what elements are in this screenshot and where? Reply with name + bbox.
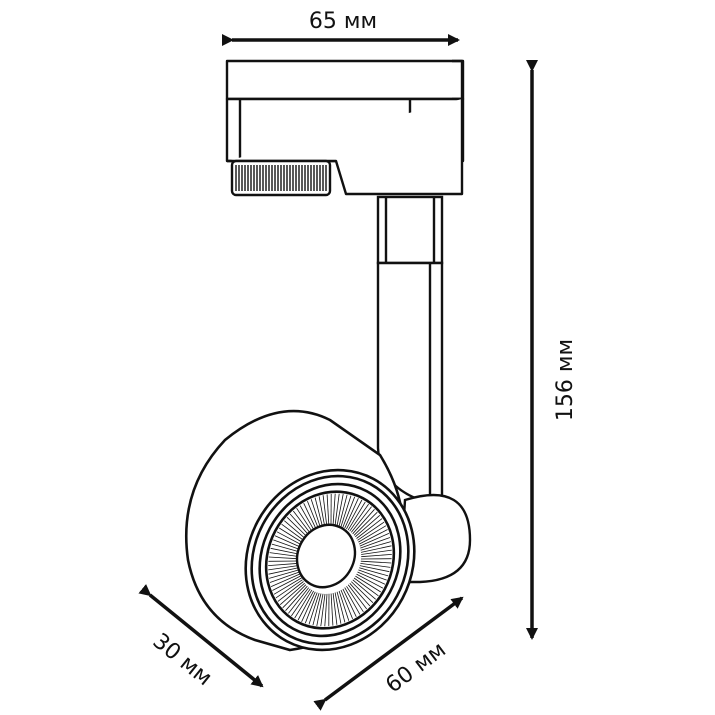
reflector-ray — [353, 511, 378, 536]
reflector-ray — [310, 499, 322, 530]
reflector-ray — [318, 496, 326, 528]
reflector-ray — [303, 503, 318, 532]
reflector-ray — [270, 573, 301, 587]
reflector-ray — [336, 494, 344, 527]
reflector-ray — [338, 494, 348, 527]
reflector-ray — [353, 577, 379, 597]
reflector-ray — [296, 507, 314, 534]
reflector-ray — [360, 537, 391, 549]
reflector-ray — [340, 495, 352, 528]
reflector-ray — [268, 567, 300, 575]
reflector-ray — [269, 571, 300, 583]
reflector-ray — [357, 571, 386, 585]
reflector-ray — [349, 503, 369, 532]
reflector-ray — [358, 569, 387, 581]
reflector-ray — [355, 514, 381, 538]
reflector-ray — [273, 539, 302, 551]
reflector-ray — [322, 495, 328, 527]
reflector-ray — [350, 506, 372, 533]
reflector-ray — [347, 501, 366, 531]
reflector-ray — [275, 579, 303, 599]
reflector-ray — [286, 517, 309, 539]
pivot-hinge — [398, 493, 472, 584]
reflector-ray — [270, 547, 301, 555]
reflector-ray — [360, 560, 392, 564]
reflector-ray — [278, 527, 305, 545]
stem — [376, 195, 444, 502]
reflector-ray — [294, 589, 313, 619]
diameter-label: 60 мм — [381, 637, 451, 698]
reflector-ray — [326, 494, 330, 527]
reflector-ray — [273, 577, 302, 595]
reflector-ray — [289, 513, 311, 537]
reflector-ray — [274, 535, 303, 549]
reflector-ray — [285, 585, 308, 611]
reflector-ray — [344, 498, 359, 529]
reflector-ray — [299, 505, 316, 533]
reflector-ray — [359, 529, 388, 545]
reflector-ray — [334, 493, 340, 527]
reflector-ray — [301, 591, 316, 622]
depth-arrow — [138, 584, 264, 688]
reflector-ray — [284, 520, 308, 541]
reflector-ray — [297, 590, 314, 621]
reflector-ray — [361, 549, 392, 555]
reflector-ray — [361, 554, 392, 558]
reflector-ray — [271, 543, 301, 553]
reflector-ray — [268, 569, 300, 579]
reflector-ray — [359, 533, 390, 547]
reflector-ray — [288, 587, 310, 614]
reflector-ray — [282, 584, 307, 609]
reflector-ray — [269, 552, 300, 557]
reflector-ray — [359, 565, 390, 573]
reflector-ray — [359, 567, 389, 577]
reflector-ray — [279, 582, 305, 606]
reflector-ray — [360, 545, 392, 553]
reflector-ray — [357, 521, 385, 541]
reflector-ray — [307, 500, 320, 531]
reflector-ray — [346, 499, 363, 530]
reflector-ray — [360, 541, 392, 551]
reflector-ray — [291, 588, 311, 617]
reflector-ray — [272, 575, 301, 591]
reflector-ray — [292, 510, 313, 536]
reflector-ray — [268, 556, 300, 560]
depth-label: 30 мм — [148, 629, 217, 691]
reflector-ray — [268, 565, 299, 571]
width-label: 65 мм — [309, 9, 377, 34]
knob-knurling — [235, 165, 327, 191]
reflector-ray — [281, 523, 307, 543]
reflector-ray — [342, 496, 356, 528]
reflector-ray — [314, 497, 324, 529]
reflector-ray — [277, 581, 304, 602]
lens — [295, 523, 357, 589]
diameter-arrow — [313, 596, 464, 711]
reflector-ray — [352, 579, 376, 600]
height-label: 156 мм — [553, 339, 578, 421]
height-dimension: 156 мм — [526, 60, 578, 640]
reflector-ray — [355, 575, 382, 593]
reflector-ray — [360, 563, 391, 568]
reflector-ray — [358, 525, 387, 543]
reflector-ray — [356, 573, 384, 589]
width-dimension: 65 мм — [222, 9, 460, 46]
reflector-ray — [268, 562, 299, 566]
reflector-ray — [332, 493, 336, 527]
reflector-ray — [352, 509, 375, 535]
reflector-ray — [276, 531, 304, 547]
reflector-ray — [356, 518, 383, 539]
